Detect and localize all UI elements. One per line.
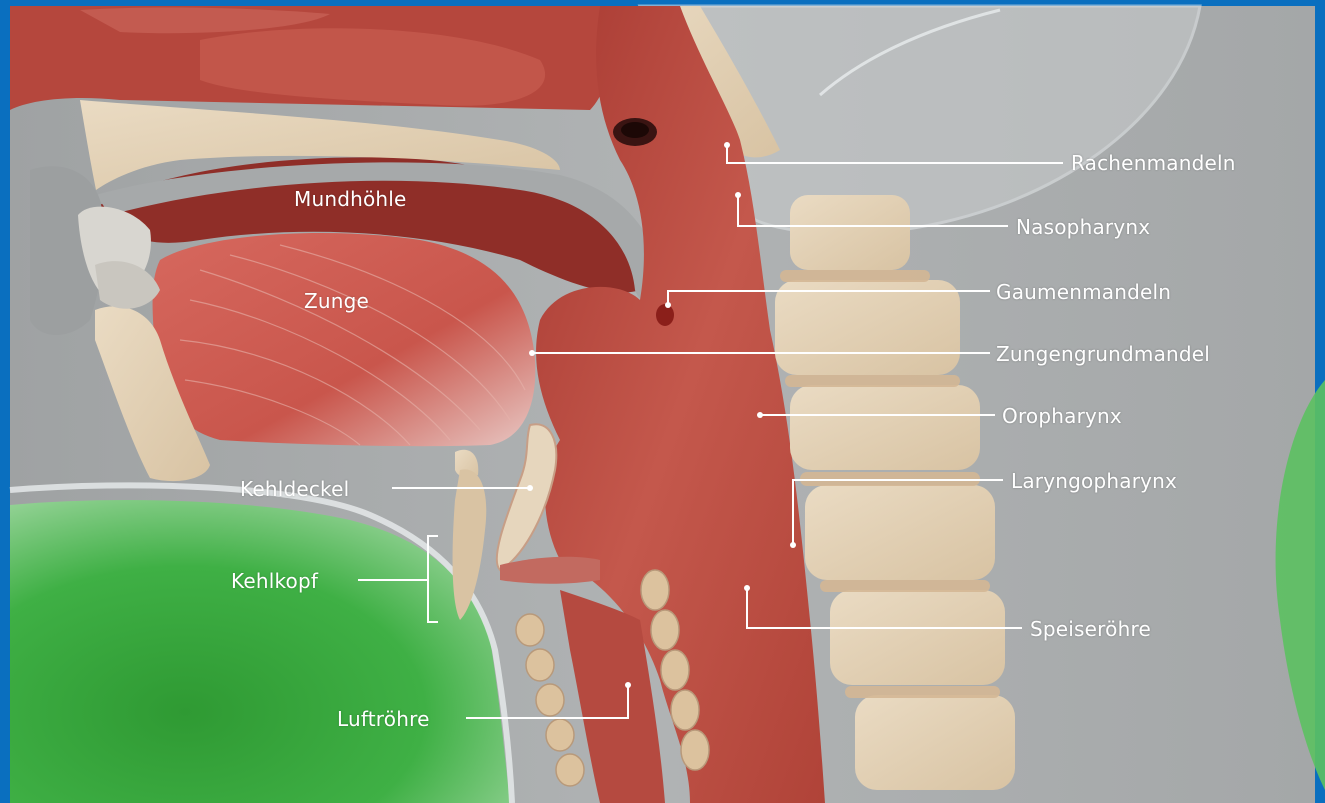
label-nasopharynx: Nasopharynx <box>1016 216 1150 238</box>
tongue <box>153 233 536 446</box>
label-speiseroehre: Speiseröhre <box>1030 618 1151 640</box>
label-mundhoehle: Mundhöhle <box>294 188 407 210</box>
label-kehlkopf: Kehlkopf <box>231 570 318 592</box>
label-kehldeckel: Kehldeckel <box>240 478 349 500</box>
label-luftroehre: Luftröhre <box>337 708 430 730</box>
label-oropharynx: Oropharynx <box>1002 405 1122 427</box>
label-laryngopharynx: Laryngopharynx <box>1011 470 1177 492</box>
label-gaumenmandeln: Gaumenmandeln <box>996 281 1171 303</box>
label-zungengrundmandel: Zungengrundmandel <box>996 343 1210 365</box>
label-rachenmandeln: Rachenmandeln <box>1071 152 1236 174</box>
label-zunge: Zunge <box>304 290 369 312</box>
